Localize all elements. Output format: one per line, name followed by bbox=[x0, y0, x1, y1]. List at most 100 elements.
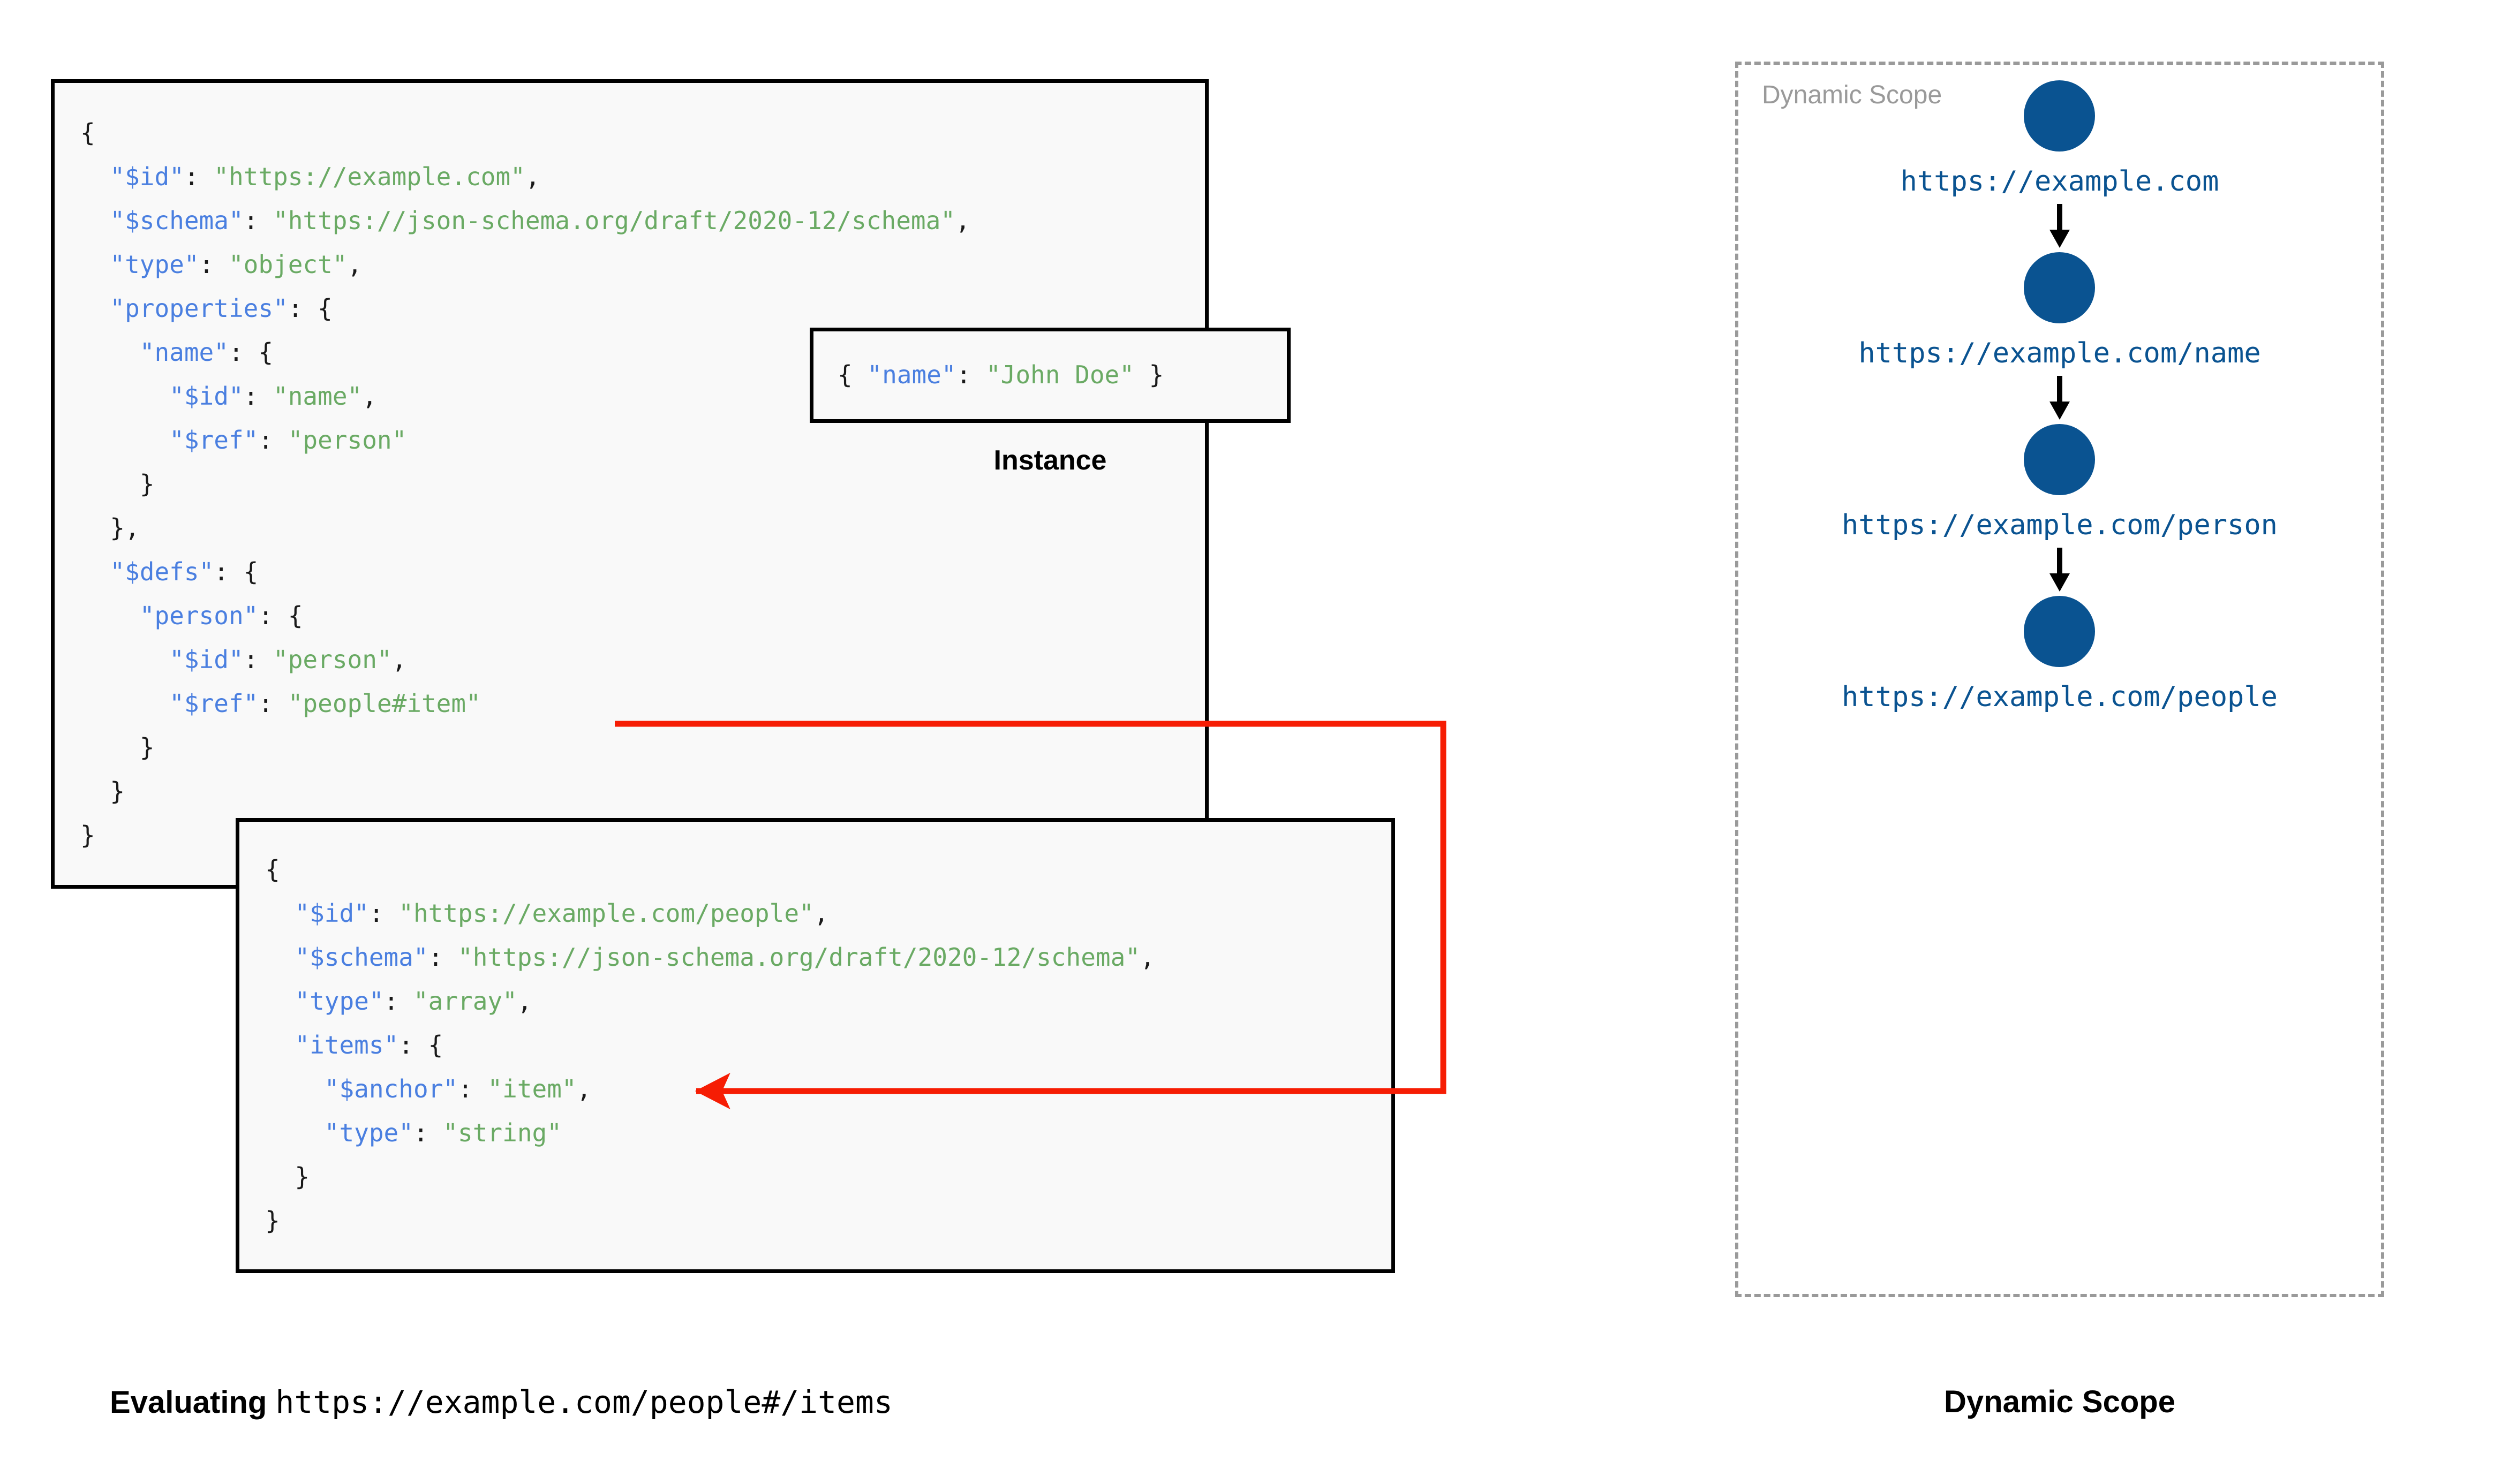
scope-node-uri: https://example.com/people bbox=[1842, 681, 2278, 713]
code-token: "$ref" bbox=[169, 689, 259, 718]
code-token bbox=[80, 645, 169, 674]
code-token: : { bbox=[398, 1031, 443, 1059]
code-token: : { bbox=[214, 557, 259, 586]
code-token: "$ref" bbox=[169, 426, 259, 455]
code-token: "$id" bbox=[169, 645, 244, 674]
code-token: "object" bbox=[228, 250, 348, 279]
code-token: }, bbox=[80, 513, 140, 542]
code-token: } bbox=[265, 1206, 280, 1235]
code-token: , bbox=[525, 162, 540, 191]
dynamic-scope-chain: https://example.com https://example.com/n… bbox=[1735, 62, 2384, 1297]
code-token bbox=[80, 338, 140, 367]
evaluating-uri: https://example.com/people#/items bbox=[275, 1384, 893, 1420]
schema-root-box: { "$id": "https://example.com", "$schema… bbox=[51, 79, 1209, 889]
instance-box: { "name": "John Doe" } bbox=[810, 328, 1291, 423]
code-token bbox=[80, 206, 110, 235]
code-token: "https://example.com" bbox=[214, 162, 525, 191]
code-token: : bbox=[458, 1074, 488, 1103]
code-token bbox=[265, 899, 295, 928]
code-token bbox=[265, 1118, 325, 1147]
schema-people-box: { "$id": "https://example.com/people", "… bbox=[236, 818, 1395, 1273]
code-token: "name" bbox=[139, 338, 229, 367]
code-token: { bbox=[265, 855, 280, 884]
code-token: : bbox=[199, 250, 229, 279]
scope-down-arrow-icon bbox=[2049, 376, 2070, 420]
code-token: "$anchor" bbox=[324, 1074, 458, 1103]
code-token bbox=[80, 689, 169, 718]
code-token: "string" bbox=[443, 1118, 562, 1147]
scope-node-circle-icon bbox=[2024, 252, 2096, 323]
code-token: "person" bbox=[273, 645, 392, 674]
code-token: "John Doe" bbox=[985, 360, 1134, 389]
code-token: : bbox=[184, 162, 214, 191]
code-token: : bbox=[956, 360, 986, 389]
code-token: , bbox=[955, 206, 970, 235]
code-token: "$id" bbox=[169, 382, 244, 411]
code-token: { bbox=[80, 118, 95, 147]
code-token bbox=[80, 382, 169, 411]
code-token: "https://example.com/people" bbox=[398, 899, 814, 928]
code-token: { bbox=[838, 360, 868, 389]
code-token: "person" bbox=[139, 601, 259, 630]
code-token bbox=[265, 1074, 325, 1103]
code-token: , bbox=[347, 250, 363, 279]
code-token: , bbox=[813, 899, 829, 928]
code-token: : bbox=[258, 426, 288, 455]
code-token: "https://json-schema.org/draft/2020-12/s… bbox=[458, 943, 1140, 972]
code-token: : bbox=[368, 899, 399, 928]
code-token: "$schema" bbox=[295, 943, 428, 972]
code-token bbox=[80, 250, 110, 279]
schema-people-code: { "$id": "https://example.com/people", "… bbox=[265, 847, 1391, 1243]
code-token: : bbox=[428, 943, 458, 972]
code-token bbox=[265, 943, 295, 972]
code-token: "$id" bbox=[110, 162, 184, 191]
scope-node: https://example.com bbox=[1901, 80, 2219, 198]
scope-node-circle-icon bbox=[2024, 596, 2096, 667]
code-token: "properties" bbox=[110, 294, 288, 323]
code-token: "people#item" bbox=[288, 689, 481, 718]
scope-node: https://example.com/person bbox=[1842, 424, 2278, 541]
code-token: : { bbox=[288, 294, 333, 323]
scope-node: https://example.com/name bbox=[1858, 252, 2261, 369]
code-token: "name" bbox=[273, 382, 363, 411]
code-token: "$defs" bbox=[110, 557, 214, 586]
scope-node-circle-icon bbox=[2024, 80, 2096, 152]
code-token: : bbox=[243, 645, 274, 674]
code-token: : bbox=[413, 1118, 443, 1147]
code-token: } bbox=[80, 470, 155, 498]
code-token bbox=[80, 294, 110, 323]
code-token: , bbox=[517, 987, 532, 1016]
code-token: : { bbox=[228, 338, 274, 367]
code-token bbox=[80, 426, 169, 455]
code-token: : bbox=[243, 206, 274, 235]
code-token: , bbox=[362, 382, 377, 411]
scope-down-arrow-icon bbox=[2049, 204, 2070, 248]
code-token: : { bbox=[258, 601, 303, 630]
code-token: "type" bbox=[324, 1118, 413, 1147]
code-token: "https://json-schema.org/draft/2020-12/s… bbox=[273, 206, 955, 235]
evaluating-label: Evaluating bbox=[110, 1385, 267, 1420]
code-token: : bbox=[383, 987, 413, 1016]
code-token: } bbox=[1134, 360, 1164, 389]
code-token: , bbox=[391, 645, 407, 674]
code-token: , bbox=[1140, 943, 1155, 972]
code-token: "array" bbox=[413, 987, 517, 1016]
scope-node-uri: https://example.com/name bbox=[1858, 337, 2261, 369]
evaluating-caption: Evaluating https://example.com/people#/i… bbox=[110, 1384, 893, 1420]
code-token bbox=[265, 1031, 295, 1059]
code-token: , bbox=[576, 1074, 592, 1103]
code-token: "$schema" bbox=[110, 206, 244, 235]
code-token: } bbox=[80, 777, 125, 806]
code-token: "type" bbox=[110, 250, 199, 279]
scope-down-arrow-icon bbox=[2049, 548, 2070, 592]
code-token: : bbox=[258, 689, 288, 718]
code-token bbox=[80, 162, 110, 191]
code-token: "$id" bbox=[295, 899, 369, 928]
code-token: "items" bbox=[295, 1031, 399, 1059]
dynamic-scope-panel-label: Dynamic Scope bbox=[1762, 81, 1942, 109]
code-token bbox=[80, 557, 110, 586]
code-token: } bbox=[80, 821, 95, 850]
instance-code: { "name": "John Doe" } bbox=[838, 353, 1287, 397]
schema-root-code: { "$id": "https://example.com", "$schema… bbox=[80, 111, 1205, 857]
